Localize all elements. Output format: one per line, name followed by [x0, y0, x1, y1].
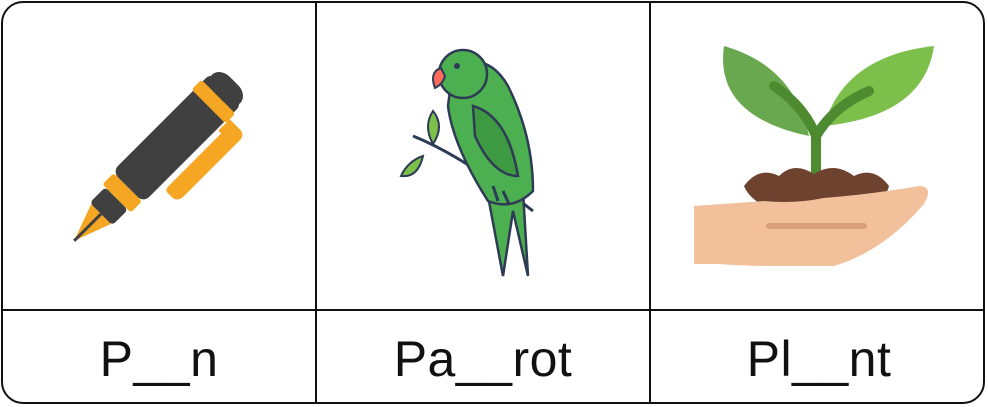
word-blank-parrot: Pa__rot [393, 330, 573, 387]
word-blank-pen: P__n [99, 330, 219, 387]
puzzle-grid: P__n Pa__rot Pl__nt [3, 3, 983, 402]
parrot-icon [399, 48, 535, 277]
pen-icon [73, 71, 244, 242]
parrot-picture-cell [317, 3, 649, 309]
grid-divider [649, 3, 651, 402]
word-blank-plant: Pl__nt [746, 330, 892, 387]
grid-divider [3, 309, 983, 311]
plant-picture-cell [651, 3, 983, 309]
grid-divider [315, 3, 317, 402]
plant-in-hand-icon [694, 46, 934, 266]
pen-picture-cell [3, 3, 315, 309]
